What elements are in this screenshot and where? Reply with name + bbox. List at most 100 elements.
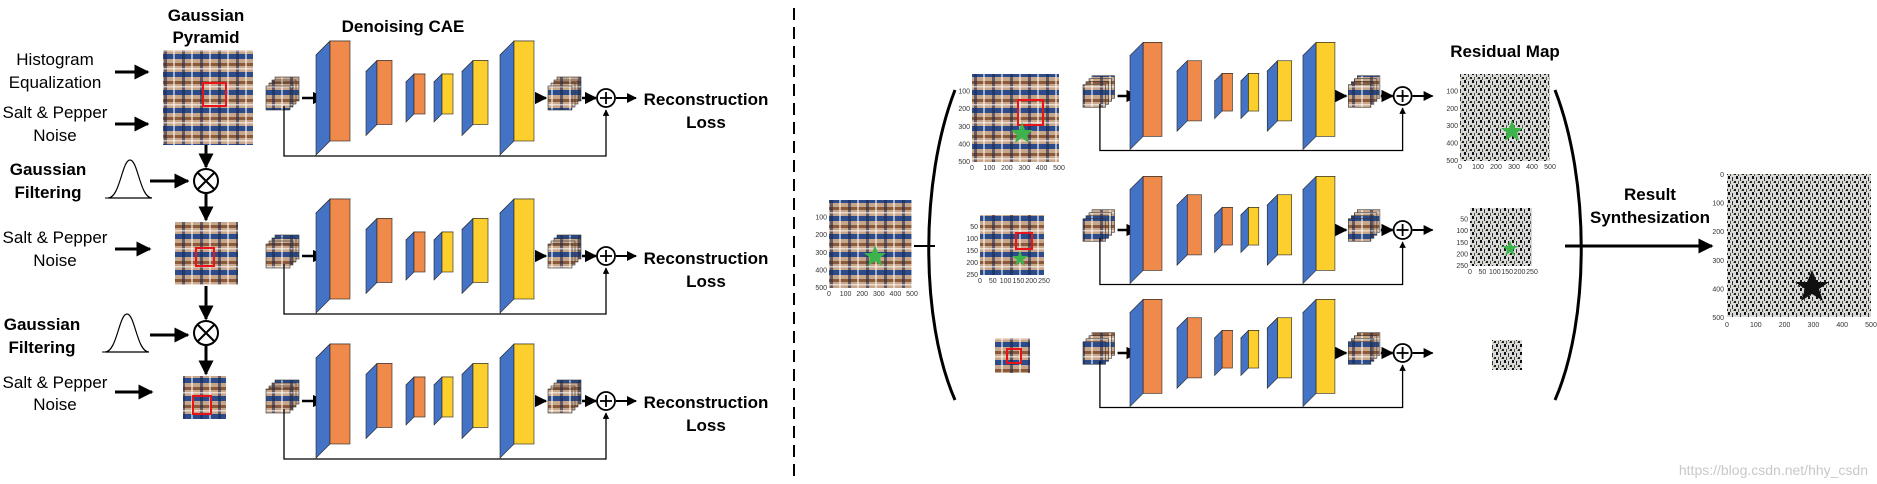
tick-label: 100 — [815, 215, 827, 222]
skip-connection — [283, 106, 610, 157]
residual-map-2 — [1470, 208, 1532, 266]
tick-label: 500 — [1712, 315, 1724, 322]
encoder-conv-layer — [1176, 194, 1203, 266]
tick-label: 100 — [1446, 88, 1458, 95]
gaussian-curve-icon — [104, 313, 150, 353]
encoder-conv-layer — [365, 362, 393, 440]
bottleneck-layer — [1213, 72, 1234, 120]
encoder-conv-layer — [365, 217, 393, 295]
residual-map-1 — [1460, 74, 1550, 161]
decoder-deconv-layer — [461, 362, 489, 440]
tick-label: 0 — [827, 291, 831, 298]
tick-label: 300 — [873, 291, 885, 298]
output-patch-stack — [1348, 209, 1381, 242]
tick-label: 300 — [1446, 123, 1458, 130]
encoder-conv-layer — [1129, 41, 1163, 151]
tick-label: 500 — [1446, 158, 1458, 165]
input-image — [829, 200, 912, 288]
tick-label: 400 — [1836, 322, 1848, 329]
filtering-label: Filtering — [14, 183, 81, 202]
green-star-icon — [1502, 240, 1518, 256]
highlight-box — [202, 82, 227, 107]
sum-operator-icon — [596, 246, 616, 266]
decoder-deconv-layer — [1266, 317, 1293, 389]
input-label: Salt & Pepper — [3, 373, 108, 392]
tick-label: 200 — [966, 260, 978, 267]
tick-label: 500 — [958, 159, 970, 166]
decoder-deconv-layer — [499, 198, 535, 314]
loss-label: Loss — [686, 416, 726, 435]
tick-label: 50 — [1479, 269, 1487, 276]
pyramid-level-2-image — [175, 222, 238, 285]
tick-label: 200 — [1514, 269, 1526, 276]
left-panel: Gaussian Pyramid Denoising CAE Histogram… — [3, 6, 769, 460]
tick-label: 50 — [989, 278, 997, 285]
encoder-conv-layer — [1129, 298, 1163, 408]
tick-label: 0 — [978, 278, 982, 285]
multiply-operator-icon — [193, 320, 219, 346]
loss-label: Reconstruction — [644, 393, 769, 412]
tick-label: 400 — [958, 141, 970, 148]
tick-label: 100 — [984, 165, 996, 172]
tick-label: 0 — [1458, 164, 1462, 171]
tick-label: 300 — [958, 124, 970, 131]
skip-connection — [1099, 361, 1406, 409]
skip-connection — [1099, 104, 1406, 152]
decoder-deconv-layer — [433, 231, 454, 281]
encoder-conv-layer — [315, 198, 351, 314]
tick-label: 100 — [958, 89, 970, 96]
tick-label: 150 — [966, 248, 978, 255]
result-image — [1727, 174, 1871, 317]
input-label: Noise — [33, 395, 76, 414]
decoder-deconv-layer — [1302, 298, 1336, 408]
sum-operator-icon — [1392, 86, 1413, 106]
left-cae-networks — [265, 40, 637, 460]
tick-label: 400 — [1036, 165, 1048, 172]
highlight-box — [195, 247, 215, 267]
skip-connection — [1099, 238, 1406, 286]
tick-label: 200 — [856, 291, 868, 298]
input-patch-stack — [1082, 75, 1115, 108]
sum-operator-icon — [1392, 220, 1413, 240]
filtering-label: Gaussian — [10, 160, 87, 179]
residual-map-title: Residual Map — [1450, 42, 1560, 61]
sum-operator-icon — [596, 391, 616, 411]
residual-map-3 — [1492, 340, 1522, 370]
pyramid-level-1-image — [163, 50, 253, 145]
black-star-icon — [1795, 270, 1829, 301]
output-patch-stack — [1348, 75, 1381, 108]
encoder-conv-layer — [315, 40, 351, 156]
tick-label: 200 — [1025, 278, 1037, 285]
input-label: Salt & Pepper — [3, 103, 108, 122]
decoder-deconv-layer — [461, 217, 489, 295]
tick-label: 200 — [1779, 322, 1791, 329]
tick-label: 250 — [1456, 263, 1468, 270]
bottleneck-layer — [1213, 329, 1234, 377]
left-parenthesis — [927, 89, 957, 401]
tick-label: 200 — [815, 232, 827, 239]
tick-label: 300 — [815, 250, 827, 257]
loss-label: Loss — [686, 113, 726, 132]
decoder-deconv-layer — [1266, 60, 1293, 132]
input-patch-stack — [265, 76, 300, 111]
loss-label: Reconstruction — [644, 249, 769, 268]
skip-connection — [283, 264, 610, 315]
cae-title: Denoising CAE — [342, 17, 465, 36]
highlight-box — [1006, 348, 1022, 364]
tick-label: 250 — [1038, 278, 1050, 285]
tick-label: 500 — [1544, 164, 1556, 171]
decoder-deconv-layer — [1302, 41, 1336, 151]
input-patch-stack — [1082, 209, 1115, 242]
tick-label: 500 — [906, 291, 918, 298]
bottleneck-layer — [405, 376, 426, 426]
cae-network — [1082, 41, 1434, 152]
